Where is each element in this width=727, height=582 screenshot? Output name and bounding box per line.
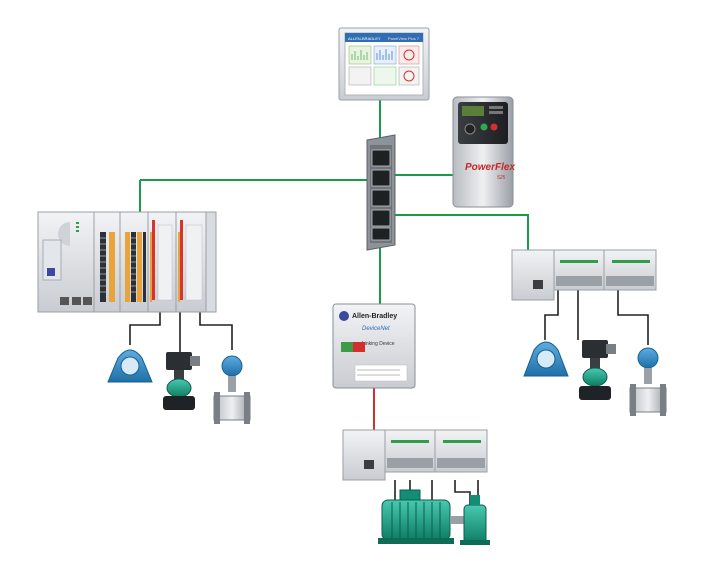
hmi-brand-label: ALLEN-BRADLEY: [348, 36, 381, 41]
hmi-product-label: PanelView Plus 7: [388, 36, 420, 41]
controller-port-2[interactable]: [72, 297, 81, 305]
drive-model-text: 525: [497, 175, 506, 181]
flow-transmitter-left: [213, 355, 251, 424]
transmitter-right-1: [523, 341, 569, 377]
controller-port-1[interactable]: [60, 297, 69, 305]
field-instruments-right: [523, 340, 667, 416]
switch-port-5[interactable]: [371, 227, 391, 241]
io-right-ethernet-port[interactable]: [533, 280, 543, 289]
drive-dial-icon[interactable]: [464, 123, 476, 135]
device-wires: [129, 290, 649, 505]
controller-port-3[interactable]: [83, 297, 92, 305]
transmitter-left-1: [107, 349, 153, 383]
linking-device-ethernet-connector[interactable]: [341, 342, 353, 352]
drive-start-button[interactable]: [480, 123, 488, 131]
hmi-panel: ALLEN-BRADLEY PanelView Plus 7: [338, 27, 430, 101]
cable-switch-io-right: [395, 214, 529, 255]
pump: [463, 504, 487, 544]
linking-device-network: DeviceNet: [362, 326, 390, 332]
linking-device-brand: Allen-Bradley: [352, 313, 397, 320]
controller-rack: [37, 211, 217, 313]
powerflex-drive: PowerFlex 525: [452, 96, 515, 208]
flow-transmitter-right: [629, 347, 667, 416]
usb-port-icon[interactable]: [47, 268, 55, 276]
drive-stop-button[interactable]: [490, 123, 498, 131]
io-bottom-port[interactable]: [364, 460, 374, 469]
control-valve-right: [579, 340, 616, 400]
io-adapter-bottom: [342, 429, 488, 481]
field-instruments-left: [107, 349, 251, 424]
ethernet-cables: [139, 100, 529, 305]
switch-port-1[interactable]: [371, 149, 391, 167]
switch-port-2[interactable]: [371, 169, 391, 187]
devicenet-linking-device: Allen-Bradley DeviceNet Linking Device: [332, 303, 416, 389]
switch-port-3[interactable]: [371, 189, 391, 207]
linking-device-devicenet-connector[interactable]: [353, 342, 365, 352]
drive-logo-text: PowerFlex: [465, 162, 515, 173]
ethernet-switch: [366, 134, 396, 251]
drive-display: [462, 106, 484, 116]
control-valve-left: [163, 352, 200, 410]
io-adapter-right: [511, 249, 657, 301]
switch-port-4[interactable]: [371, 209, 391, 227]
ab-logo-icon: [339, 311, 349, 321]
motor-pump-assembly: [378, 489, 490, 545]
linking-device-subtitle: Linking Device: [362, 341, 395, 347]
